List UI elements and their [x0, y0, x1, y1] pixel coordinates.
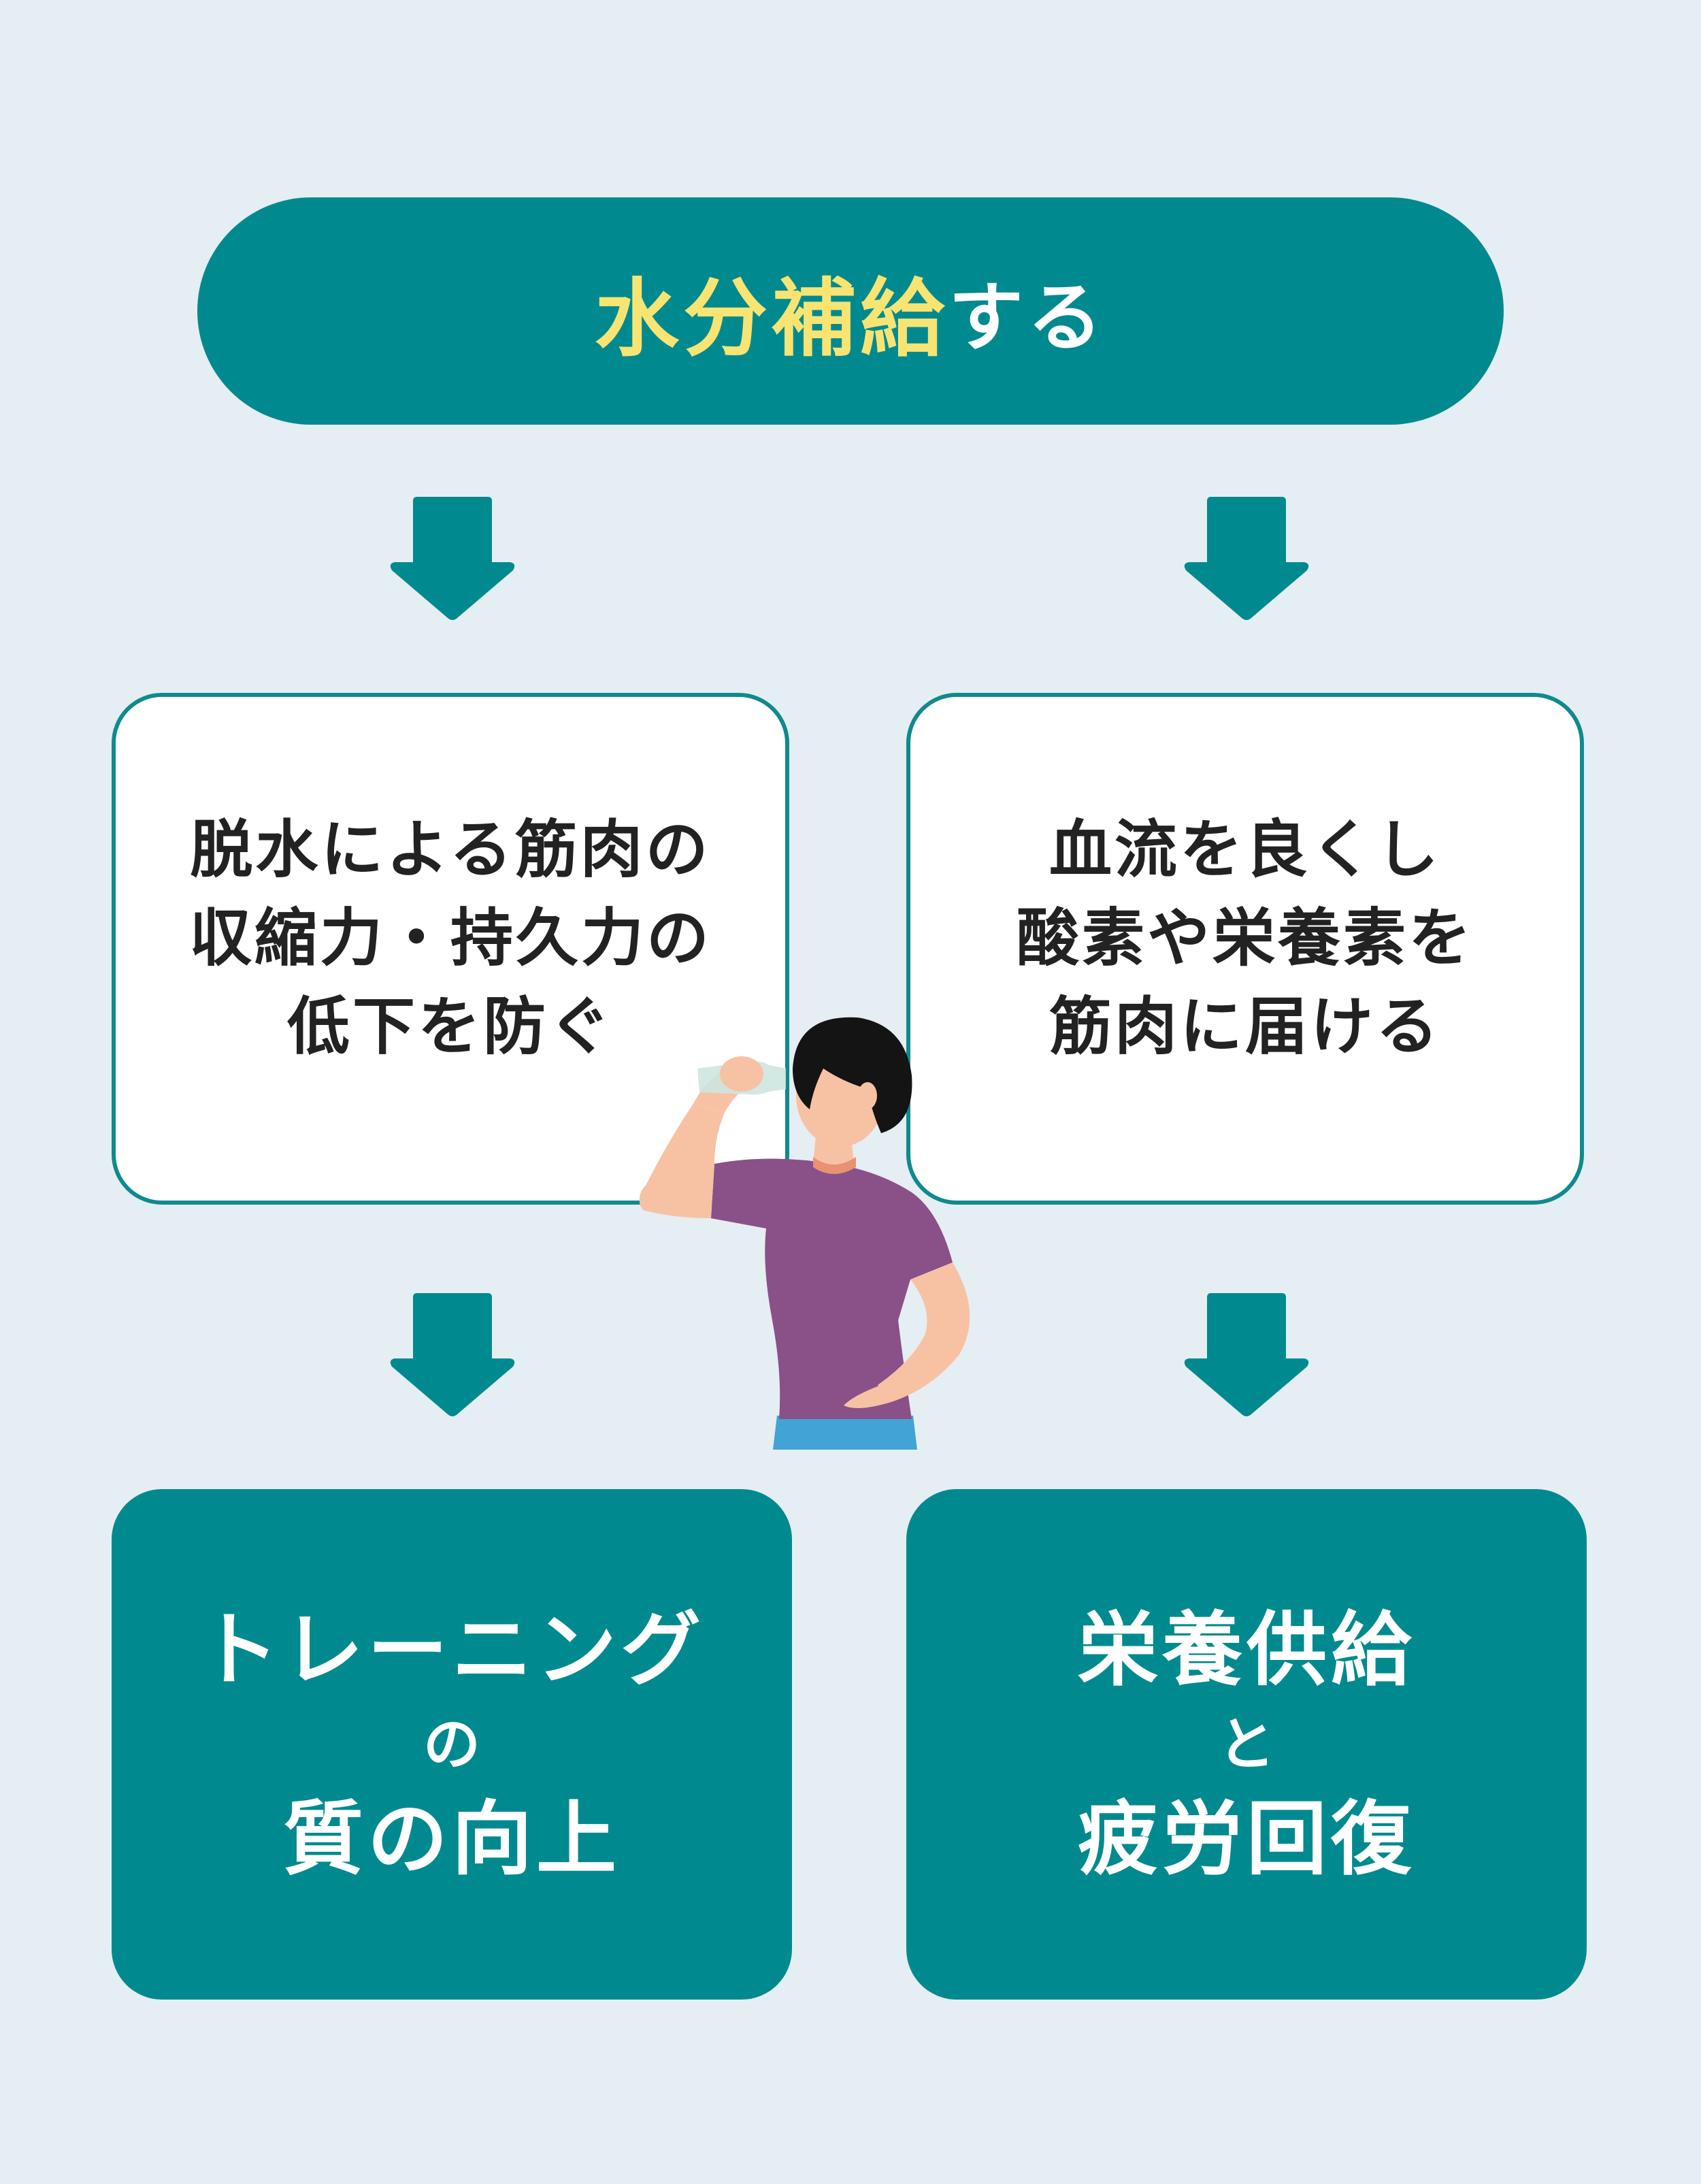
- effect-line: 酸素や栄養素を: [1016, 902, 1474, 975]
- effect-line: 筋肉に届ける: [1048, 990, 1441, 1063]
- result-line: 栄養供給: [1077, 1603, 1415, 1697]
- result-box-left: トレーニング の 質の向上: [112, 1489, 792, 2000]
- topic-rest: する: [948, 274, 1106, 361]
- effect-line: 血流を良くし: [1048, 813, 1441, 886]
- result-line: トレーニング: [198, 1603, 705, 1697]
- result-line: 疲労回復: [1077, 1792, 1415, 1886]
- effect-line: 低下を防ぐ: [286, 990, 614, 1063]
- effect-line: 収縮力・持久力の: [188, 902, 712, 975]
- main-topic-pill: 水分補給する: [197, 197, 1504, 425]
- down-arrow-icon: [390, 497, 515, 620]
- drinking-person-illustration: [640, 1017, 970, 1450]
- effect-line: 脱水による筋肉の: [190, 813, 711, 886]
- down-arrow-icon: [1184, 497, 1309, 620]
- down-arrow-icon: [390, 1293, 515, 1416]
- result-line: の: [423, 1711, 480, 1778]
- effect-box-right: 血流を良くし 酸素や栄養素を 筋肉に届ける: [906, 693, 1584, 1205]
- effect-box-left: 脱水による筋肉の 収縮力・持久力の 低下を防ぐ: [112, 693, 789, 1205]
- down-arrow-icon: [1184, 1293, 1309, 1416]
- result-line: 質の向上: [282, 1792, 621, 1886]
- topic-highlight: 水分補給: [594, 270, 948, 368]
- result-line: と: [1217, 1711, 1275, 1778]
- result-box-right: 栄養供給 と 疲労回復: [906, 1489, 1587, 2000]
